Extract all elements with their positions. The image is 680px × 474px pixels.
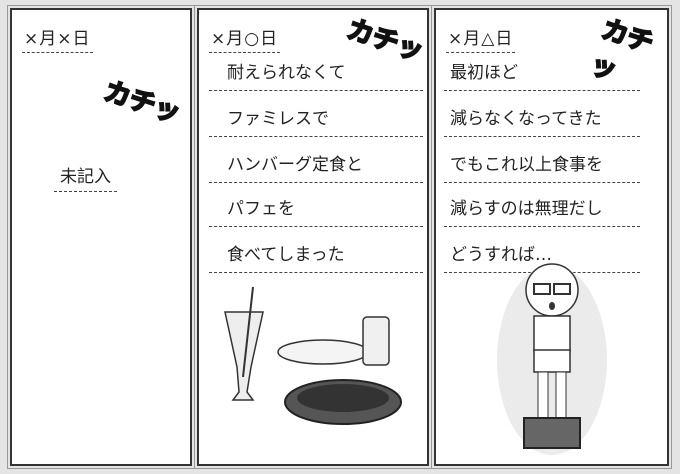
diary-date: ×月×日 (22, 24, 93, 53)
diary-date: ×月○日 (209, 24, 281, 53)
diary-line: 最初ほど (444, 60, 640, 91)
diary-line: 減らなくなってきた (444, 106, 640, 137)
diary-line: ファミレスで (209, 106, 423, 137)
diary-line: パフェを (209, 196, 423, 227)
panel-1: ×月×日 カチッ 未記入 (7, 5, 195, 469)
diary-date: ×月△日 (446, 24, 516, 53)
diary-entry: 未記入 (54, 162, 117, 192)
panel-2: ×月○日 カチッ 耐えられなくて ファミレスで ハンバーグ定食と パフェを 食べ… (194, 5, 432, 469)
restaurant-food-illustration (224, 286, 402, 425)
diary-line: 食べてしまった (209, 242, 423, 273)
diary-line: 減らすのは無理だし (444, 196, 640, 227)
diary-line: 耐えられなくて (209, 60, 423, 91)
panel-3: ×月△日 カチッ 最初ほど 減らなくなってきた でもこれ以上食事を 減らすのは無… (431, 5, 672, 469)
girl-on-scale-illustration (497, 263, 607, 455)
diary-line: でもこれ以上食事を (444, 152, 640, 183)
click-sound-effect: カチッ (100, 76, 185, 131)
diary-line: ハンバーグ定食と (209, 152, 423, 183)
